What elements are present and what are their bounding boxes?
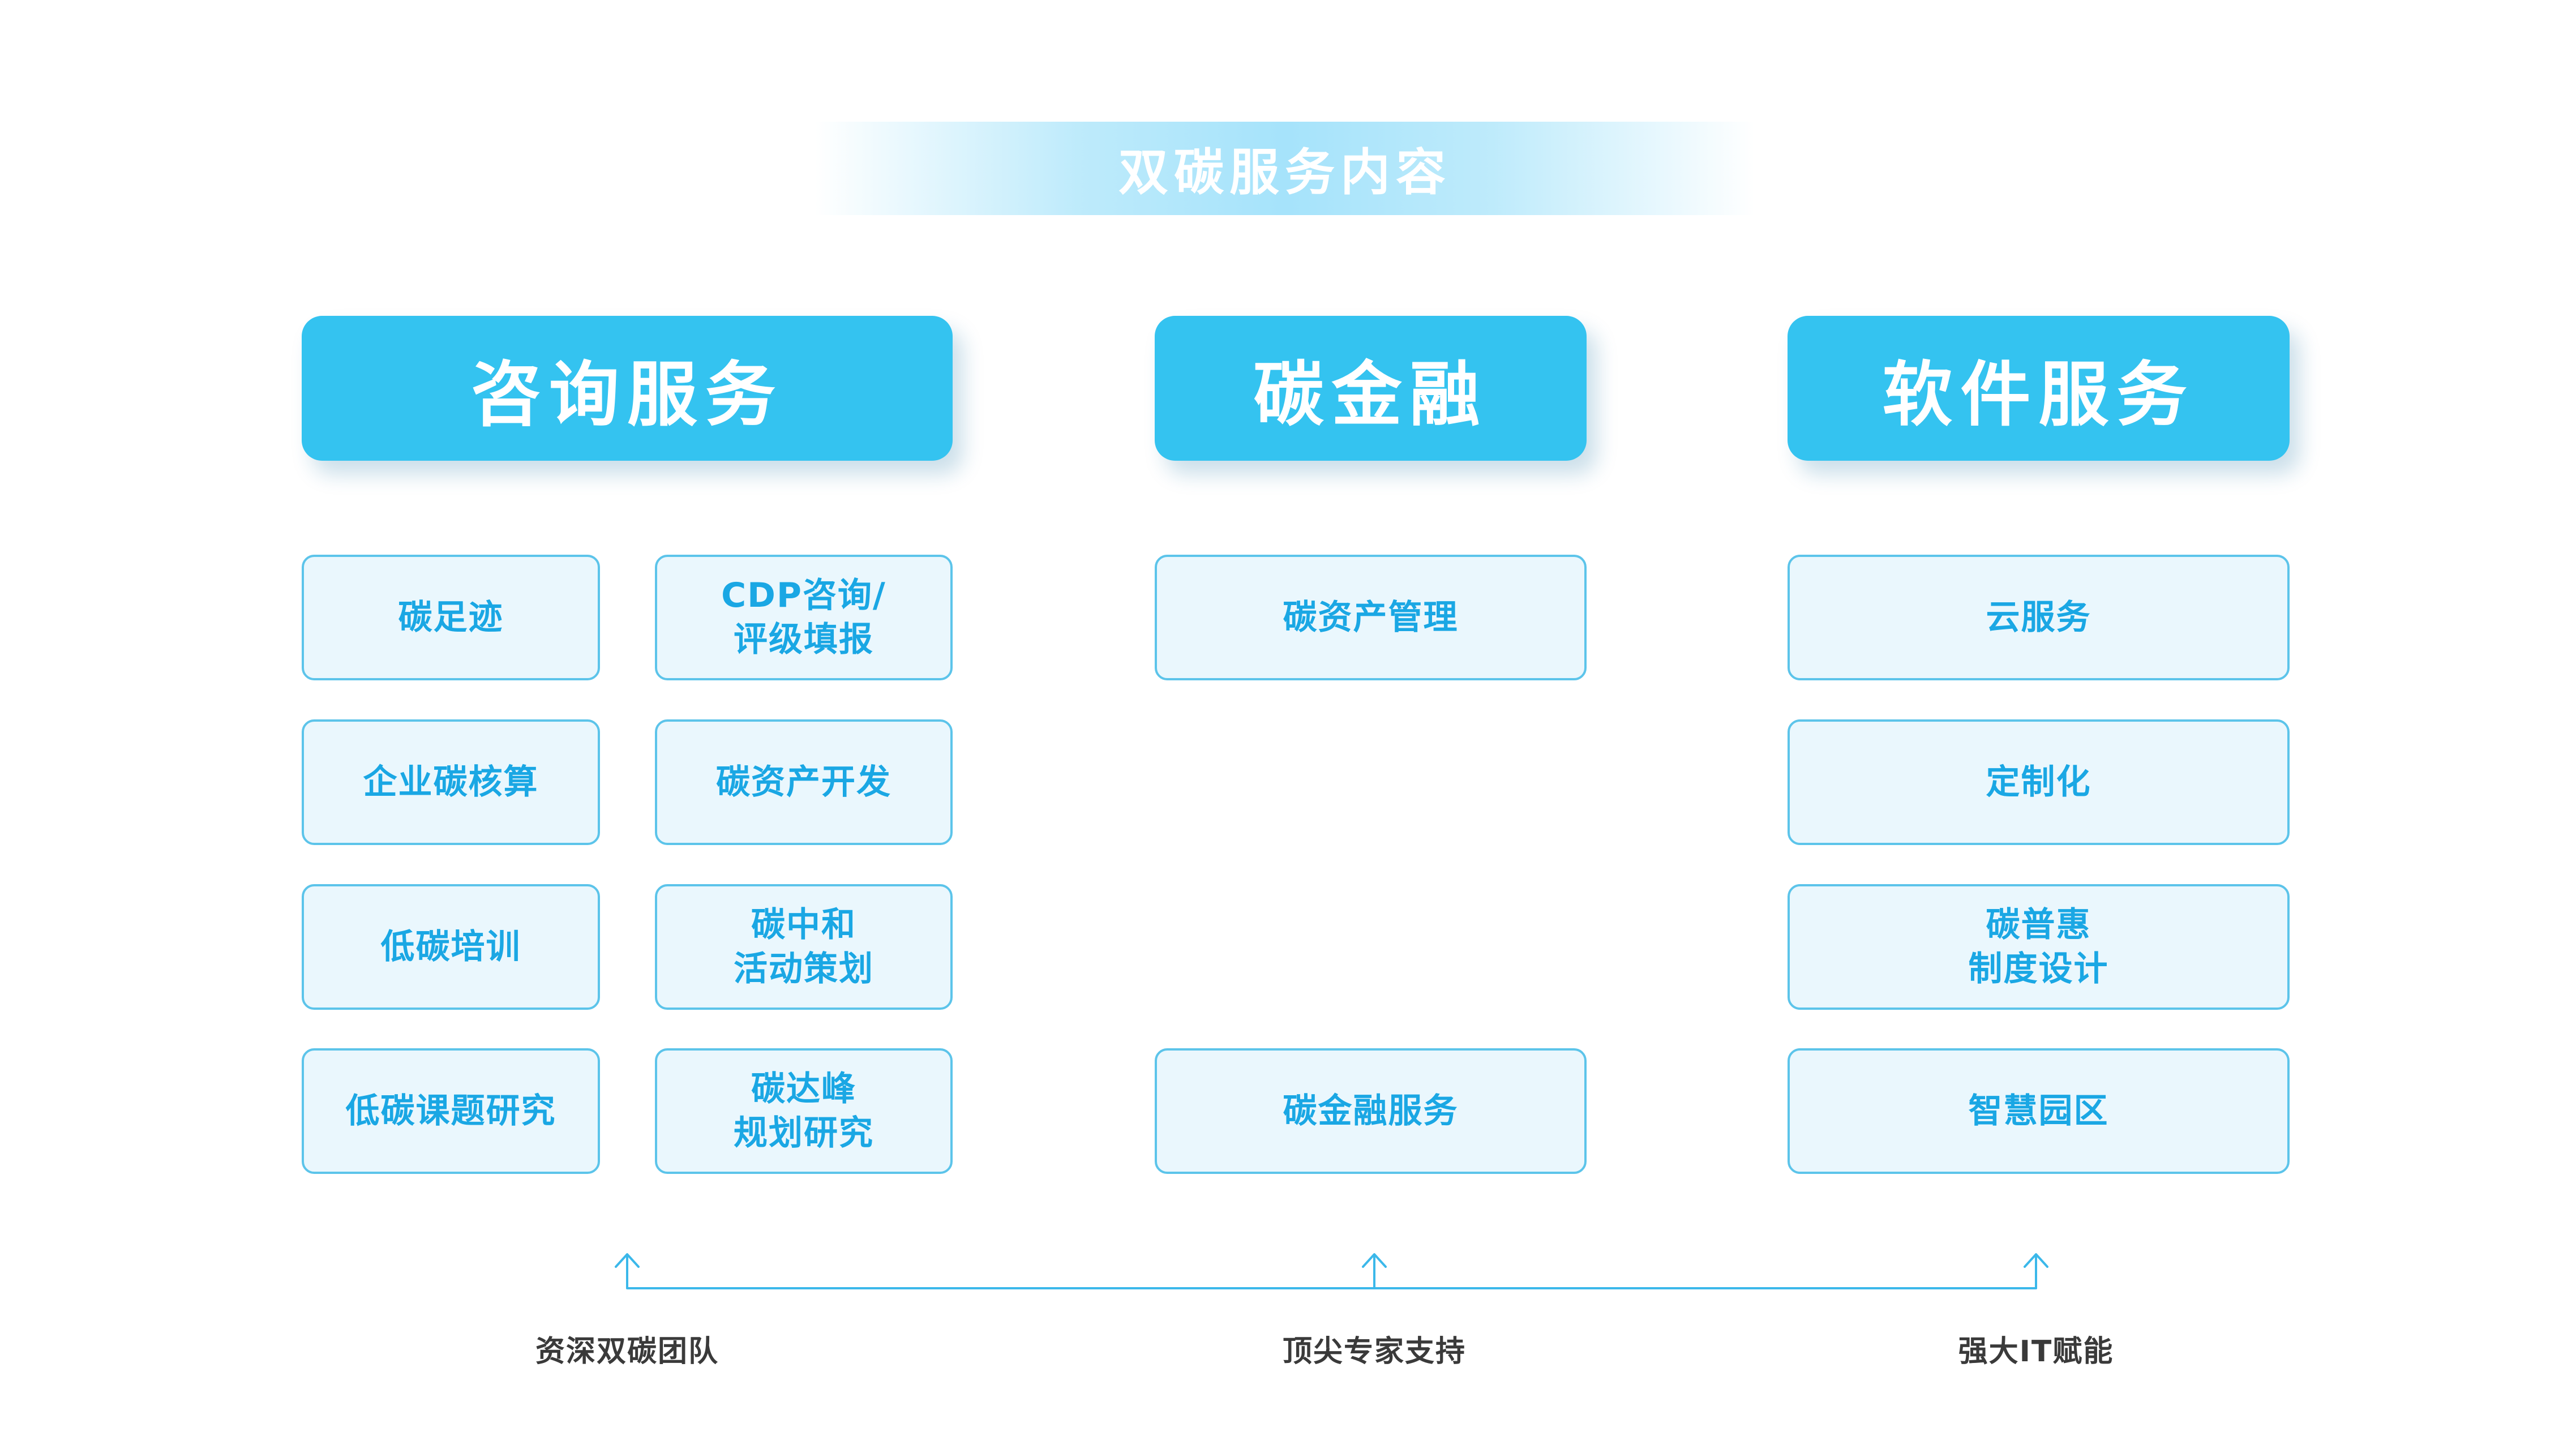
support-label: 资深双碳团队 <box>535 1335 719 1369</box>
header-carbon-finance: 碳金融 <box>1155 316 1587 461</box>
carbon-finance-item-label: 碳资产管理 <box>1283 598 1459 637</box>
support-label: 顶尖专家支持 <box>1282 1335 1466 1369</box>
consulting-item: 碳资产开发 <box>655 719 953 845</box>
arrow-up-icon <box>615 1253 640 1268</box>
software-item: 智慧园区 <box>1788 1048 2290 1174</box>
header-consulting: 咨询服务 <box>302 316 953 461</box>
consulting-item-label: 碳中和 活动策划 <box>734 905 874 989</box>
software-item-label: 碳普惠 制度设计 <box>1968 905 2109 989</box>
consulting-item-label: 碳足迹 <box>398 598 504 637</box>
consulting-item: 碳达峰 规划研究 <box>655 1048 953 1174</box>
consulting-item-label: CDP咨询/ 评级填报 <box>721 576 886 659</box>
software-item: 定制化 <box>1788 719 2290 845</box>
consulting-item: 碳中和 活动策划 <box>655 884 953 1010</box>
header-carbon-finance-label: 碳金融 <box>1253 354 1488 436</box>
support-label: 强大IT赋能 <box>1958 1335 2114 1369</box>
consulting-item: 企业碳核算 <box>302 719 600 845</box>
software-item: 碳普惠 制度设计 <box>1788 884 2290 1010</box>
carbon-finance-item: 碳金融服务 <box>1155 1048 1587 1174</box>
consulting-item: 低碳课题研究 <box>302 1048 600 1174</box>
consulting-item-label: 低碳课题研究 <box>345 1091 556 1131</box>
software-item: 云服务 <box>1788 555 2290 680</box>
page-title: 双碳服务内容 <box>1118 143 1451 202</box>
consulting-item: 碳足迹 <box>302 555 600 680</box>
header-consulting-label: 咨询服务 <box>470 354 783 436</box>
title-banner: 双碳服务内容 <box>815 122 1755 215</box>
header-software: 软件服务 <box>1788 316 2290 461</box>
software-item-label: 云服务 <box>1986 598 2091 637</box>
header-software-label: 软件服务 <box>1882 354 2195 436</box>
arrow-up-icon <box>1362 1253 1387 1268</box>
carbon-finance-item: 碳资产管理 <box>1155 555 1587 680</box>
consulting-item-label: 碳资产开发 <box>716 762 891 802</box>
consulting-item: 低碳培训 <box>302 884 600 1010</box>
consulting-item-label: 低碳培训 <box>380 927 521 967</box>
consulting-item: CDP咨询/ 评级填报 <box>655 555 953 680</box>
software-item-label: 定制化 <box>1986 762 2091 802</box>
consulting-item-label: 企业碳核算 <box>363 762 539 802</box>
carbon-finance-item-label: 碳金融服务 <box>1283 1091 1459 1131</box>
arrow-up-icon <box>2024 1253 2048 1268</box>
software-item-label: 智慧园区 <box>1968 1091 2109 1131</box>
connector-line <box>626 1254 2037 1289</box>
consulting-item-label: 碳达峰 规划研究 <box>734 1069 874 1153</box>
